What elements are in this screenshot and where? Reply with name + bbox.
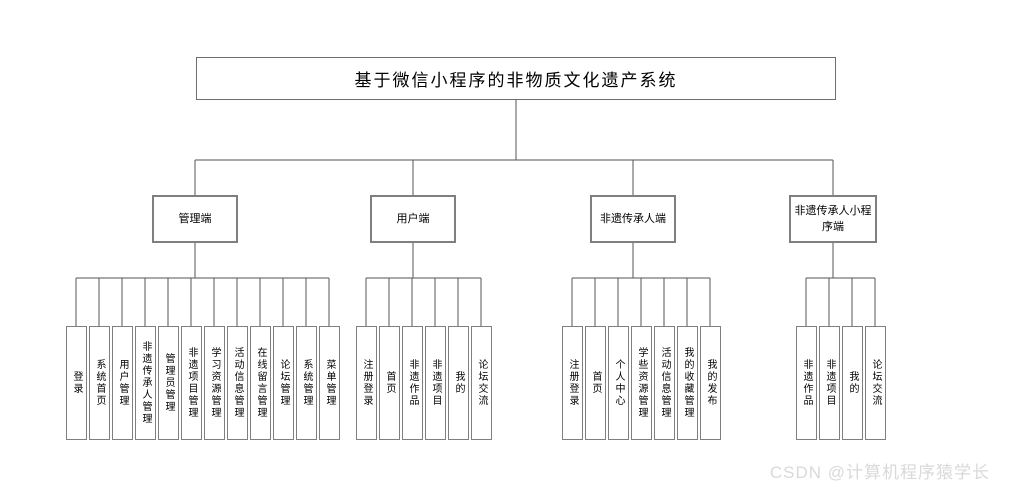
tree-leaf: 在线留言管理 <box>250 326 271 440</box>
tree-leaf: 论坛管理 <box>273 326 294 440</box>
tree-leaf: 非遗项目 <box>819 326 840 440</box>
tree-leaf: 论坛交流 <box>865 326 886 440</box>
tree-leaf: 论坛交流 <box>471 326 492 440</box>
tree-leaf: 学习资源管理 <box>204 326 225 440</box>
tree-leaf: 菜单管理 <box>319 326 340 440</box>
tree-leaf: 活动信息管理 <box>227 326 248 440</box>
branch-node-admin: 管理端 <box>152 195 238 243</box>
tree-leaf: 用户管理 <box>112 326 133 440</box>
tree-leaf: 非遗项目管理 <box>181 326 202 440</box>
tree-leaf: 非遗项目 <box>425 326 446 440</box>
tree-leaf: 非遗作品 <box>796 326 817 440</box>
tree-leaf: 我的发布 <box>700 326 721 440</box>
tree-leaf: 注册登录 <box>562 326 583 440</box>
tree-leaf: 首页 <box>379 326 400 440</box>
root-node: 基于微信小程序的非物质文化遗产系统 <box>196 57 836 100</box>
tree-leaf: 我的收藏管理 <box>677 326 698 440</box>
tree-leaf: 活动信息管理 <box>654 326 675 440</box>
branch-node-inheritor: 非遗传承人端 <box>590 195 676 243</box>
tree-leaf: 我的 <box>448 326 469 440</box>
tree-leaf: 我的 <box>842 326 863 440</box>
tree-leaf: 个人中心 <box>608 326 629 440</box>
branch-node-user: 用户端 <box>370 195 456 243</box>
tree-leaf: 非遗传承人管理 <box>135 326 156 440</box>
tree-leaf: 首页 <box>585 326 606 440</box>
tree-leaf: 学些资源管理 <box>631 326 652 440</box>
csdn-watermark: CSDN @计算机程序猿学长 <box>769 463 990 482</box>
tree-leaf: 登录 <box>66 326 87 440</box>
tree-leaf: 管理员管理 <box>158 326 179 440</box>
tree-leaf: 非遗作品 <box>402 326 423 440</box>
tree-leaf: 系统管理 <box>296 326 317 440</box>
tree-leaf: 注册登录 <box>356 326 377 440</box>
branch-node-inheritor-miniapp: 非遗传承人小程序端 <box>789 195 877 243</box>
tree-leaf: 系统首页 <box>89 326 110 440</box>
